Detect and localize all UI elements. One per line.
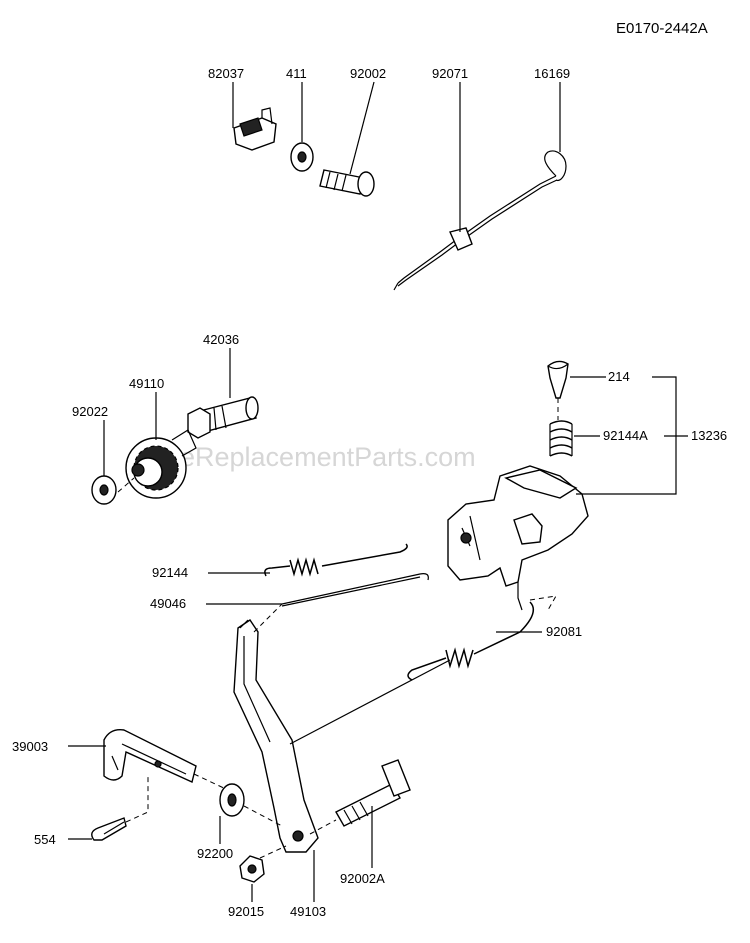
part-554-pin [91,817,127,841]
label-92144: 92144 [152,565,188,580]
spring-to-lever-line [289,659,451,745]
label-13236: 13236 [691,428,727,443]
rod-to-lever [253,603,283,633]
part-214-screw [547,360,569,399]
label-49046: 49046 [150,596,186,611]
part-411-washer [290,142,314,172]
bolt-axis [309,819,337,835]
label-82037: 82037 [208,66,244,81]
label-92144A: 92144A [603,428,648,443]
part-49103-lever [233,619,319,853]
label-42036: 42036 [203,332,239,347]
pin-axis [125,776,149,823]
label-92002A: 92002A [340,871,385,886]
nut-axis [259,845,287,859]
part-92015-nut [239,855,265,883]
label-16169: 16169 [534,66,570,81]
leaders-top [232,81,561,232]
lever-axis [193,773,229,791]
label-92200: 92200 [197,846,233,861]
leaders-bracket [570,376,688,495]
diagram-code: E0170-2442A [616,20,708,37]
leaders-bottom [68,745,373,902]
label-214: 214 [608,369,630,384]
washer-axis [243,805,283,827]
part-39003-lever [103,729,197,783]
part-92144A-spring [549,420,573,457]
label-554: 554 [34,832,56,847]
part-92081-spring [407,601,535,681]
label-39003: 39003 [12,739,48,754]
watermark: eReplacementParts.com [180,442,476,472]
spring-hook-path [529,595,557,611]
label-49103: 49103 [290,904,326,919]
part-92144-spring [264,543,408,577]
label-49110: 49110 [129,376,164,391]
label-92015: 92015 [228,904,264,919]
part-92002-bolt [319,169,375,197]
part-92002A-bolt [335,759,411,827]
part-13236-bracket [447,465,589,611]
part-92071-cable [393,150,567,291]
part-49046-rod [281,573,429,607]
part-92200-washer [219,783,245,817]
leaders-gear [103,348,231,493]
label-411: 411 [286,66,307,81]
part-42036-shaft [187,396,259,439]
label-92081: 92081 [546,624,582,639]
part-82037-clip [233,107,277,151]
part-92022-washer [91,475,117,505]
leaders-mid [206,572,542,633]
part-49110-gear [125,429,197,499]
label-92022: 92022 [72,404,108,419]
label-92002: 92002 [350,66,386,81]
label-92071: 92071 [432,66,468,81]
